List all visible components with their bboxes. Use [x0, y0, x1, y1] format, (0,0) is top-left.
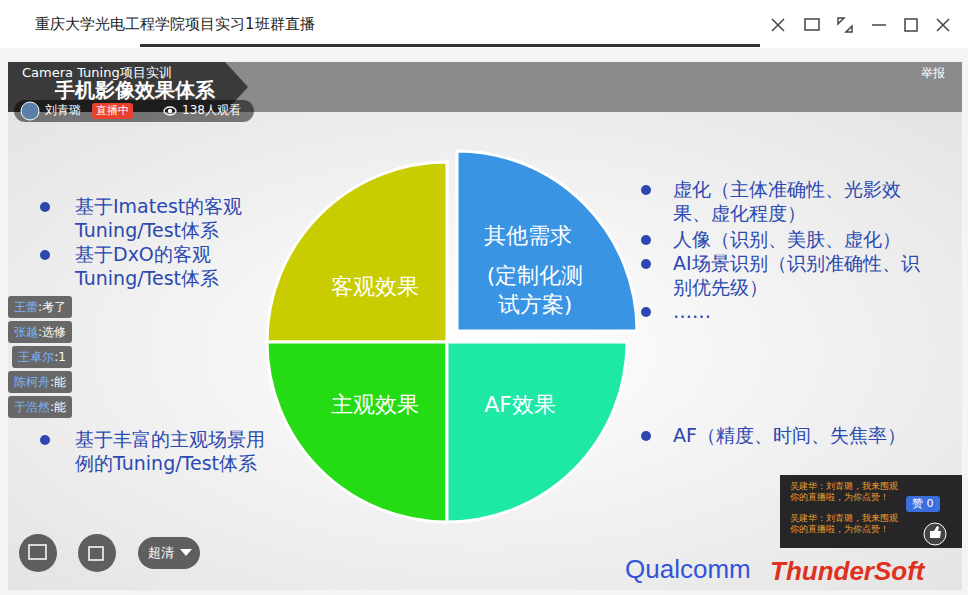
- bullet-text: AF（精度、时间、失焦率）: [673, 424, 943, 448]
- pie-quadrant: AF效果: [447, 342, 627, 522]
- expand-icon: [838, 18, 852, 32]
- rotate-icon: [89, 547, 103, 560]
- quadrant-shape: [267, 342, 447, 522]
- chat-bubble: 于浩然:能: [8, 396, 72, 418]
- quality-button: 超清: [148, 545, 174, 561]
- bullet-text: 虚化（主体准确性、光影效果、虚化程度）: [673, 178, 923, 226]
- chat-message: :考了: [38, 299, 66, 315]
- streamer-bar: [14, 100, 254, 122]
- chat-bubble: 王蕾:考了: [8, 296, 72, 318]
- eye-icon: [164, 107, 176, 115]
- notification-text: 吴建华：刘青璐，我来围观你的直播啦，为你点赞！: [790, 481, 898, 504]
- avatar: [21, 102, 39, 120]
- quadrant-label: (定制化测试方案): [479, 262, 591, 319]
- pie-quadrant: 主观效果: [267, 342, 447, 522]
- window-title: 重庆大学光电工程学院项目实习1班群直播: [35, 15, 315, 34]
- quadrant-label: AF效果: [484, 391, 556, 420]
- minimize-icon: [872, 24, 886, 26]
- chat-user: 张越: [14, 324, 38, 340]
- title-bar: [0, 0, 968, 48]
- thumb-icon: [930, 526, 941, 538]
- streamer-name: 刘青璐: [45, 103, 81, 118]
- chat-user: 于浩然: [14, 399, 50, 415]
- control-button: [19, 534, 57, 572]
- bullet-text: ……: [673, 300, 711, 324]
- window-controls: [772, 18, 949, 32]
- quadrant-fill: [447, 342, 627, 522]
- quadrant-label: 主观效果: [331, 391, 419, 420]
- chat-message: :1: [54, 349, 66, 365]
- quadrant-label: 客观效果: [331, 273, 419, 302]
- quadrant-fill: [267, 342, 447, 522]
- chat-bubble: 王卓尔:1: [12, 346, 72, 368]
- chat-message: :选修: [38, 324, 66, 340]
- chat-user: 王蕾: [14, 299, 38, 315]
- viewer-count: 138人观看: [182, 103, 241, 118]
- chat-bubble: 张越:选修: [8, 321, 72, 343]
- bullet-text: AI场景识别（识别准确性、识别优先级）: [673, 252, 923, 300]
- quality-pill: [138, 537, 200, 569]
- close-icon: [937, 19, 949, 31]
- title-bar-line: [140, 44, 760, 47]
- qualcomm-logo: Qualcomm: [625, 553, 751, 586]
- chat-message: :能: [50, 399, 66, 415]
- bullet-text: 基于DxO的客观Tuning/Test体系: [75, 243, 260, 291]
- chat-message: :能: [50, 374, 66, 390]
- control-button: [78, 534, 116, 572]
- quadrant-fill: [267, 162, 447, 342]
- quadrant-fill: [457, 151, 637, 331]
- bullet-text: 人像（识别、美肤、虚化）: [673, 228, 933, 252]
- chat-icon: [29, 545, 46, 559]
- chat-user: 陈柯舟: [14, 374, 50, 390]
- notification-text: 吴建华：刘青璐，我来围观你的直播啦，为你点赞！: [790, 513, 898, 536]
- bullet-text: 基于丰富的主观场景用例的Tuning/Test体系: [75, 428, 280, 476]
- pin-icon: [772, 19, 784, 31]
- thundersoft-logo: ThunderSoft: [770, 555, 925, 588]
- report-link: 举报: [921, 66, 945, 81]
- popout-icon: [805, 19, 819, 30]
- quadrant-shape: [447, 342, 627, 522]
- chat-user: 王卓尔: [18, 349, 54, 365]
- live-badge: 直播中: [92, 103, 133, 119]
- bullet-text: 基于Imatest的客观Tuning/Test体系: [75, 195, 260, 243]
- video-area: [0, 48, 968, 595]
- dropdown-arrow: [180, 549, 192, 556]
- like-count-button: 赞 0: [906, 496, 940, 512]
- slide-title: 手机影像效果体系: [55, 78, 215, 103]
- pie-quadrant: 客观效果: [267, 162, 447, 342]
- chat-bubble: 陈柯舟:能: [8, 371, 72, 393]
- notification-panel: [780, 475, 962, 548]
- quadrant-label: 其他需求: [484, 222, 572, 251]
- like-button: [924, 523, 946, 545]
- maximize-icon: [905, 19, 917, 31]
- pie-quadrant: 其他需求 (定制化测试方案): [457, 151, 637, 331]
- quadrant-shape: [267, 162, 447, 342]
- slide-body: [8, 112, 962, 590]
